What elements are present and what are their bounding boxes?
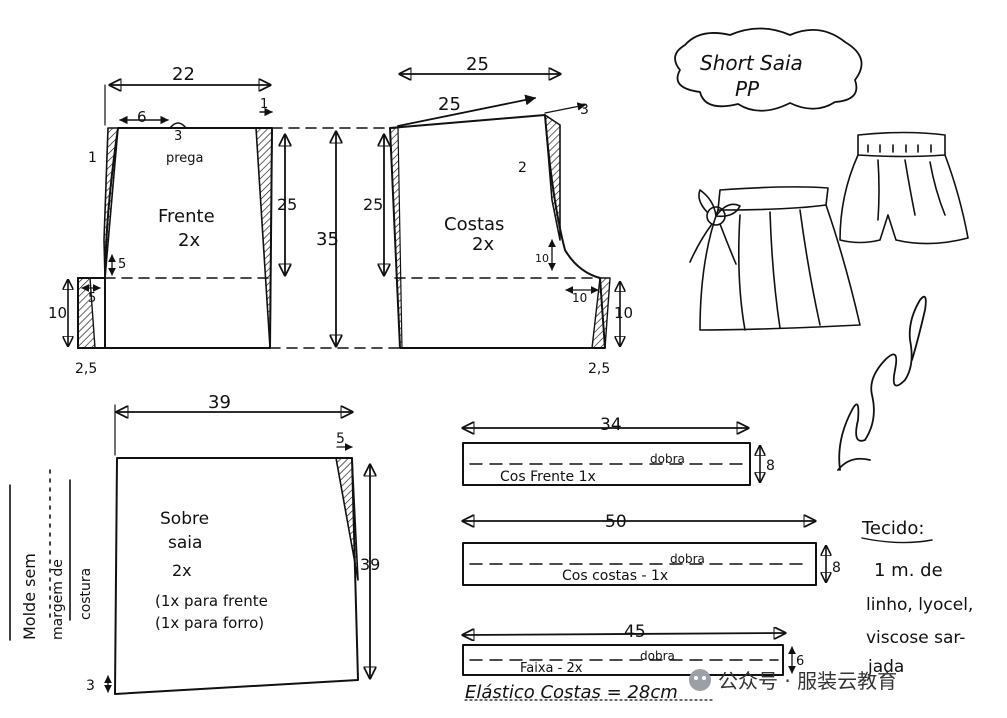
side-note-line2: margem de: [50, 559, 66, 640]
skirt-note2: (1x para forro): [155, 614, 264, 632]
back-top-width: 25: [466, 54, 489, 75]
title-line2: PP: [735, 77, 760, 101]
front-piece: [68, 85, 285, 349]
front-band: [463, 428, 760, 486]
back-band: [463, 521, 826, 586]
side-note-frame: [9, 469, 71, 641]
skirt-width: 39: [208, 392, 231, 413]
back-hem-mark: 2,5: [588, 361, 610, 377]
back-count: 2x: [472, 234, 494, 255]
tie-band: [463, 633, 796, 676]
front-side-length: 25: [277, 195, 297, 214]
fabric-title: Tecido:: [861, 518, 924, 539]
front-band-height: 8: [766, 458, 775, 474]
title-line1: Short Saia: [700, 51, 803, 75]
front-top-width: 22: [172, 64, 195, 85]
front-label: Frente: [158, 206, 215, 227]
signature-mark: [837, 295, 927, 471]
front-band-width: 34: [600, 415, 622, 435]
front-pleat-label: prega: [166, 151, 204, 166]
tie-band-width: 45: [624, 622, 646, 642]
back-piece: [384, 74, 620, 349]
back-crotch-width: 10: [572, 291, 587, 305]
front-leg-height: 10: [48, 304, 67, 322]
side-note-line3: costura: [78, 568, 94, 620]
side-note-line1: Molde sem: [20, 553, 39, 640]
fabric-line1: 1 m. de: [874, 560, 943, 581]
title-cloud: [674, 27, 863, 112]
back-band-label: Cos costas - 1x: [562, 568, 668, 584]
skirt-piece: [104, 404, 370, 695]
skirt-label2: saia: [168, 533, 202, 553]
back-corner-mark: 2: [518, 160, 527, 176]
shorts-sketch-icon: [839, 131, 969, 245]
back-label: Costas: [444, 214, 504, 235]
front-hem-mark: 2,5: [75, 361, 97, 377]
watermark-text: 公众号 · 服装云教育: [718, 669, 897, 693]
front-corner-left: 1: [88, 150, 97, 166]
tie-band-fold: dobra: [640, 649, 675, 663]
total-length: 35: [316, 229, 339, 250]
skirt-count: 2x: [172, 561, 192, 580]
back-diagonal: 25: [438, 94, 461, 115]
front-band-label: Cos Frente 1x: [500, 469, 596, 485]
fabric-line2: linho, lyocel,: [866, 595, 973, 615]
fabric-line3: viscose sar-: [866, 628, 965, 648]
elastic-note: Elástico Costas = 28cm: [465, 682, 678, 703]
front-band-fold: dobra: [650, 452, 685, 466]
skirt-sketch-icon: [689, 186, 861, 331]
front-corner-right: 1: [260, 97, 268, 112]
back-side-length: 25: [363, 195, 383, 214]
front-pleat-size: 3: [174, 129, 182, 144]
skirt-label1: Sobre: [160, 509, 209, 529]
fabric-line4: jada: [867, 657, 904, 677]
back-band-fold: dobra: [670, 552, 705, 566]
watermark: 公众号 · 服装云教育: [689, 669, 897, 693]
front-crotch-width: 5: [88, 291, 96, 306]
front-crotch-height: 5: [118, 257, 126, 272]
back-band-height: 8: [832, 560, 841, 576]
back-band-width: 50: [605, 512, 627, 532]
back-rise: 3: [580, 102, 589, 118]
front-count: 2x: [178, 230, 200, 251]
skirt-height: 39: [360, 555, 380, 574]
tie-band-height: 6: [796, 654, 804, 669]
back-leg-height: 10: [614, 304, 633, 322]
skirt-bottom-mark: 3: [86, 678, 95, 694]
front-waist-offset: 6: [137, 108, 147, 126]
tie-band-label: Faixa - 2x: [520, 661, 583, 676]
skirt-top-corner: 5: [336, 431, 345, 447]
skirt-note1: (1x para frente: [155, 592, 268, 610]
back-crotch-height: 10: [535, 252, 549, 265]
